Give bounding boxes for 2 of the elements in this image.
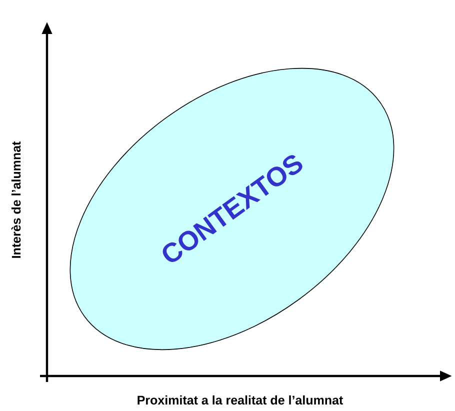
- axis-label: Proximitat a la realitat de l’alumnat: [138, 395, 343, 405]
- axis-label: Interès de l’alumnat: [11, 141, 21, 258]
